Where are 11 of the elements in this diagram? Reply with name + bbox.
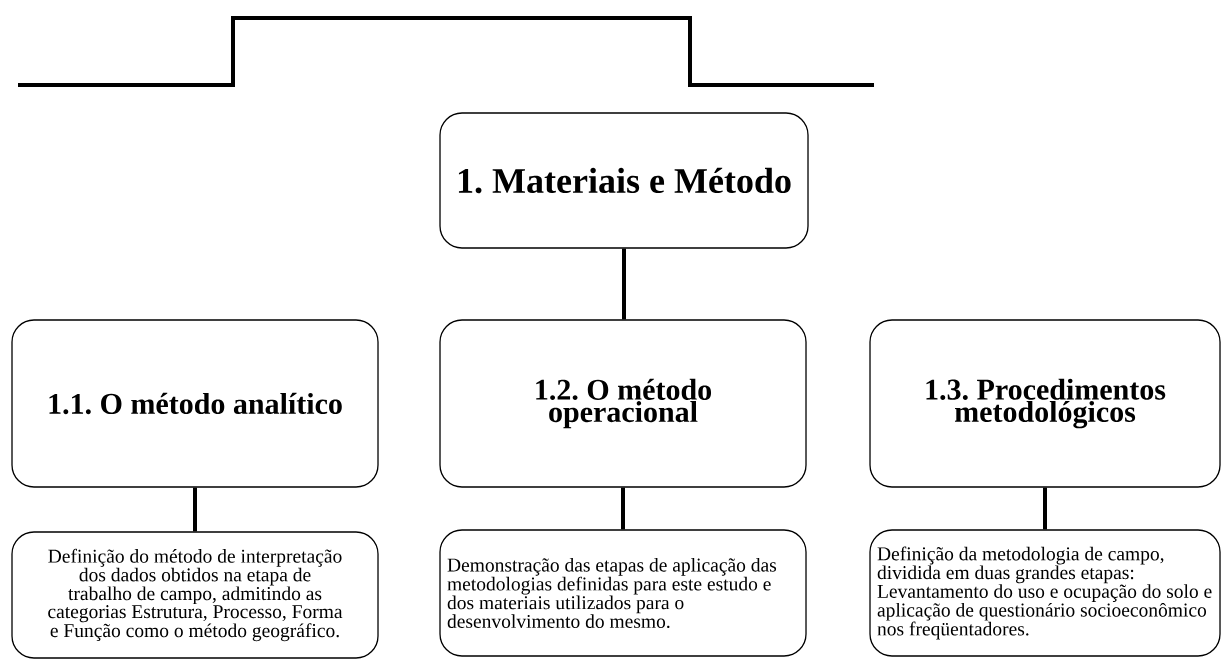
description-box: Definição do método de interpretação dos dados obtidos na etapa de trabalho de campo, admitindo as categorias Estrutura, Processo, Forma e Função como o método geográfico. (11, 531, 379, 659)
title-box: 1. Materiais e Método (439, 112, 809, 249)
description-box: Demonstração das etapas de aplicação das metodologias definidas para este estudo e dos materiais utilizados para o desenvolvimento do mesmo. (439, 529, 807, 657)
section-box: 1.2. O método operacional (439, 319, 807, 488)
connector-line (622, 248, 626, 320)
section-box: 1.1. O método analítico (11, 319, 379, 488)
connector-line (193, 487, 197, 532)
connector-line (621, 487, 625, 530)
description-box: Definição da metodologia de campo, dividida em duas grandes etapas: Levantamento do uso e ocupação do solo e aplicação de questionário socioeconômico nos freqüentadores. (869, 529, 1221, 657)
connector-line (1043, 487, 1047, 530)
section-box: 1.3. Procedimentos metodológicos (869, 319, 1221, 488)
